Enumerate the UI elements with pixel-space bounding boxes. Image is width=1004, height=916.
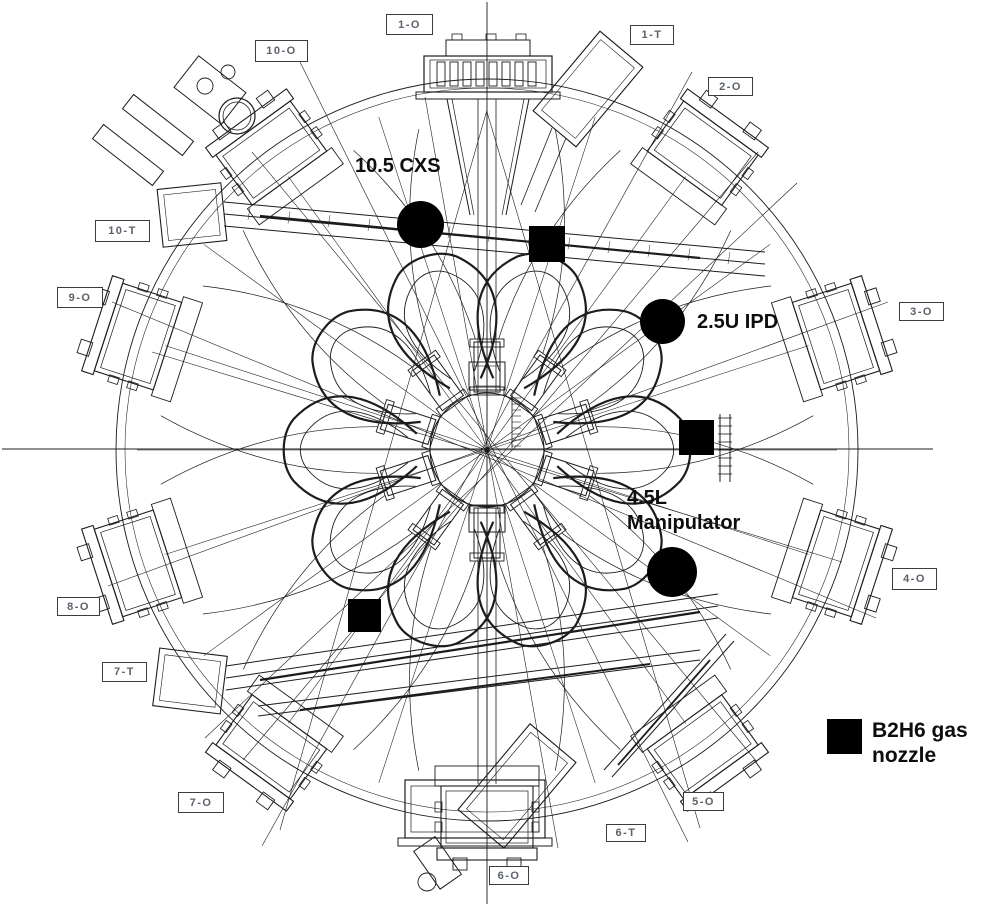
- port-label-1-O: 1-O: [386, 14, 433, 35]
- annotation-cxs: 10.5 CXS: [355, 155, 441, 177]
- port-label-10-O: 10-O: [255, 40, 308, 62]
- port-label-8-O: 8-O: [57, 597, 100, 616]
- port-label-3-O: 3-O: [899, 302, 944, 321]
- port-label-5-O: 5-O: [683, 792, 724, 811]
- port-label-9-O: 9-O: [57, 287, 103, 308]
- port-label-1-T: 1-T: [630, 25, 674, 45]
- port-label-2-O: 2-O: [708, 77, 753, 96]
- legend-label-line1: B2H6 gas: [872, 719, 968, 742]
- legend-b2h6-gas-nozzle: B2H6 gas nozzle: [827, 719, 968, 769]
- marker-square-gas-nozzle-1: [529, 226, 565, 262]
- marker-square-gas-nozzle-2: [678, 419, 714, 455]
- legend-label-line2: nozzle: [872, 743, 937, 767]
- port-label-6-T: 6-T: [606, 824, 646, 842]
- marker-square-gas-nozzle-3: [347, 598, 381, 632]
- annotation-manip-line2: Manipulator: [627, 512, 741, 534]
- annotation-ipd: 2.5U IPD: [697, 311, 779, 333]
- annotation-manip-line1: 4.5L: [627, 487, 668, 509]
- port-label-6-O: 6-O: [489, 866, 529, 885]
- marker-circle-manipulator-4-5l: [647, 547, 697, 597]
- marker-circle-ipd-2-5u: [639, 298, 685, 344]
- port-label-7-O: 7-O: [178, 792, 224, 813]
- gas-nozzle-legend-swatch: [827, 719, 862, 754]
- port-label-4-O: 4-O: [892, 568, 937, 590]
- port-label-7-T: 7-T: [102, 662, 147, 682]
- marker-circle-cxs-10-5: [396, 200, 444, 248]
- port-label-10-T: 10-T: [95, 220, 150, 242]
